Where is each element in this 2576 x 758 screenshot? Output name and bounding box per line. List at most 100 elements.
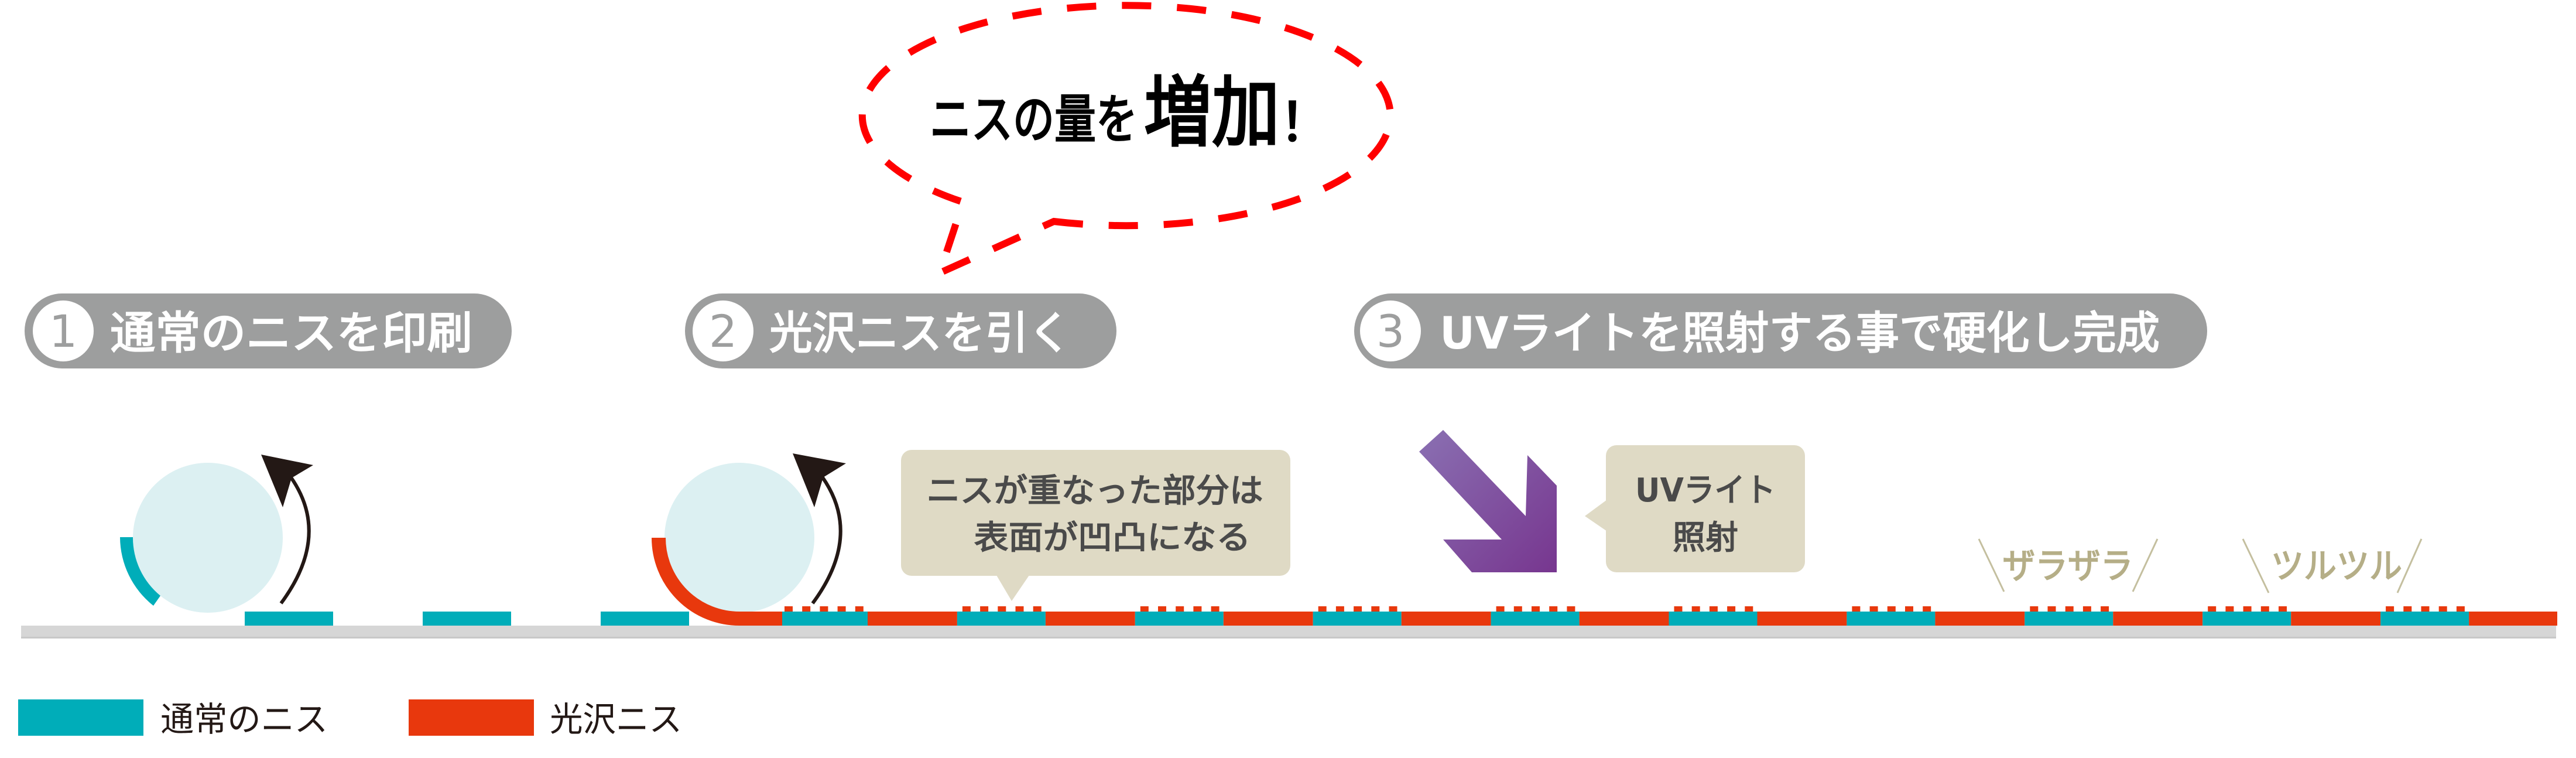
texture-label-smooth-text: ツルツル bbox=[2271, 546, 2402, 587]
surface-bump-dot bbox=[1354, 606, 1362, 612]
roller-2-gloss-varnish-ink bbox=[652, 537, 782, 626]
overlap-callout-line-2: 表面が凹凸になる bbox=[974, 519, 1251, 557]
gloss-varnish-segment bbox=[2291, 612, 2381, 626]
legend-label-gloss-varnish: 光沢ニス bbox=[550, 699, 682, 739]
plain-varnish-segment bbox=[601, 612, 689, 626]
step-1-number-badge bbox=[33, 301, 94, 361]
uv-callout-line-1: UVライト bbox=[1635, 472, 1776, 510]
surface-bump-dot bbox=[1905, 606, 1913, 612]
gloss-varnish-segment bbox=[1401, 612, 1491, 626]
texture-label-rough-text: ザラザラ bbox=[2003, 546, 2133, 587]
plain-varnish-segment bbox=[245, 612, 333, 626]
surface-bump-dot bbox=[1033, 606, 1042, 612]
surface-bump-dot bbox=[962, 606, 971, 612]
surface-bump-dot bbox=[2386, 606, 2395, 612]
surface-bump-dot bbox=[1158, 606, 1166, 612]
rotation-arrow-1-head-icon bbox=[261, 455, 313, 507]
bubble-text-main: ニスの量を bbox=[930, 89, 1138, 151]
texture-label-smooth-right-mark bbox=[2396, 538, 2423, 593]
gloss-varnish-segment bbox=[1223, 612, 1313, 626]
step-3-number: 3 bbox=[1376, 305, 1405, 357]
plain-varnish-segment bbox=[2380, 612, 2469, 626]
surface-bump-dot bbox=[802, 606, 811, 612]
plain-varnish-segment bbox=[1669, 612, 1758, 626]
step-2-number: 2 bbox=[709, 305, 737, 357]
uv-light-arrow-icon bbox=[1419, 430, 1557, 572]
surface-bump-dot bbox=[1887, 606, 1896, 612]
uv-callout: UVライト 照射 bbox=[1585, 445, 1805, 572]
surface-bump-dot bbox=[2421, 606, 2430, 612]
surface-bump-dot bbox=[1532, 606, 1540, 612]
surface-bump-dot bbox=[855, 606, 864, 612]
gloss-varnish-segment bbox=[2469, 612, 2557, 626]
surface-bump-dot bbox=[2065, 606, 2074, 612]
plain-varnish-segment bbox=[2025, 612, 2113, 626]
surface-bump-dot bbox=[1496, 606, 1505, 612]
gloss-varnish-segment bbox=[1045, 612, 1135, 626]
legend: 通常のニス 光沢ニス bbox=[18, 699, 682, 739]
surface-bump-dot bbox=[1513, 606, 1522, 612]
step-1-label: 通常のニスを印刷 bbox=[110, 307, 472, 359]
gloss-varnish-segment bbox=[1935, 612, 2025, 626]
surface-bump-dot bbox=[1852, 606, 1861, 612]
step-3-pill bbox=[1354, 293, 2207, 368]
surface-bump-dot bbox=[2279, 606, 2287, 612]
surface-bump-dot bbox=[1549, 606, 1558, 612]
gloss-varnish-segment bbox=[1757, 612, 1847, 626]
speech-bubble-outline bbox=[858, 2, 1394, 280]
gloss-varnish-segment bbox=[1579, 612, 1669, 626]
plain-varnish-segment bbox=[1491, 612, 1580, 626]
surface-bump-dot bbox=[2260, 606, 2269, 612]
surface-bump-dot bbox=[1567, 606, 1575, 612]
surface-bump-dot bbox=[1140, 606, 1149, 612]
surface-bump-dot bbox=[2225, 606, 2234, 612]
plain-varnish-segment bbox=[423, 612, 511, 626]
plain-varnish-segment bbox=[2202, 612, 2291, 626]
surface-bump-dot bbox=[1389, 606, 1397, 612]
surface-bump-dot bbox=[837, 606, 846, 612]
texture-label-smooth: ツルツル bbox=[2242, 538, 2423, 593]
surface-bump-dot bbox=[1709, 606, 1718, 612]
speech-bubble: ニスの量を 増加 ！ bbox=[858, 2, 1394, 280]
step-2-number-badge bbox=[693, 301, 753, 361]
surface-bump-dot bbox=[1371, 606, 1380, 612]
step-1-header: 1 通常のニスを印刷 bbox=[25, 293, 512, 368]
surface-bump-dot bbox=[1869, 606, 1878, 612]
plain-varnish-segment bbox=[779, 612, 868, 626]
step-2-label: 光沢ニスを引く bbox=[769, 307, 1071, 359]
surface-bump-dot bbox=[2047, 606, 2056, 612]
overlap-callout-pointer bbox=[996, 575, 1029, 601]
legend-swatch-plain-varnish bbox=[18, 699, 143, 736]
step-1-pill bbox=[25, 293, 512, 368]
surface-bump-dot bbox=[785, 606, 793, 612]
surface-bump-dot bbox=[1674, 606, 1683, 612]
texture-label-rough-right-mark bbox=[2132, 538, 2159, 592]
surface-bump-dot bbox=[1193, 606, 1202, 612]
roller-1-body bbox=[133, 463, 283, 613]
surface-bump-dot bbox=[2208, 606, 2217, 612]
legend-swatch-gloss-varnish bbox=[409, 699, 534, 736]
roller-2 bbox=[652, 453, 846, 626]
surface-bump-dot bbox=[1015, 606, 1024, 612]
surface-bump-dot bbox=[2438, 606, 2447, 612]
surface-bump-dot bbox=[2101, 606, 2109, 612]
uv-callout-line-2: 照射 bbox=[1673, 519, 1738, 557]
surface-bump-dot bbox=[2030, 606, 2039, 612]
roller-2-body bbox=[664, 463, 814, 613]
step-3-header: 3 UVライトを照射する事で硬化し完成 bbox=[1354, 293, 2207, 368]
step-1-number: 1 bbox=[49, 305, 77, 357]
texture-label-rough-left-mark bbox=[1978, 538, 2005, 592]
surface-bump-dot bbox=[1923, 606, 1931, 612]
rotation-arrow-1-line bbox=[279, 476, 311, 605]
overlap-callout: ニスが重なった部分は 表面が凹凸になる bbox=[901, 450, 1290, 601]
bubble-exclaim: ！ bbox=[1279, 92, 1332, 153]
substrate-bar bbox=[21, 626, 2556, 638]
roller-1 bbox=[120, 455, 313, 613]
surface-bump-dot bbox=[2082, 606, 2091, 612]
rotation-arrow-2-head-icon bbox=[793, 453, 846, 507]
varnish-strip bbox=[245, 606, 2557, 626]
surface-bump-dot bbox=[2456, 606, 2465, 612]
step-3-number-badge bbox=[1360, 301, 1421, 361]
surface-bump-dot bbox=[1745, 606, 1753, 612]
